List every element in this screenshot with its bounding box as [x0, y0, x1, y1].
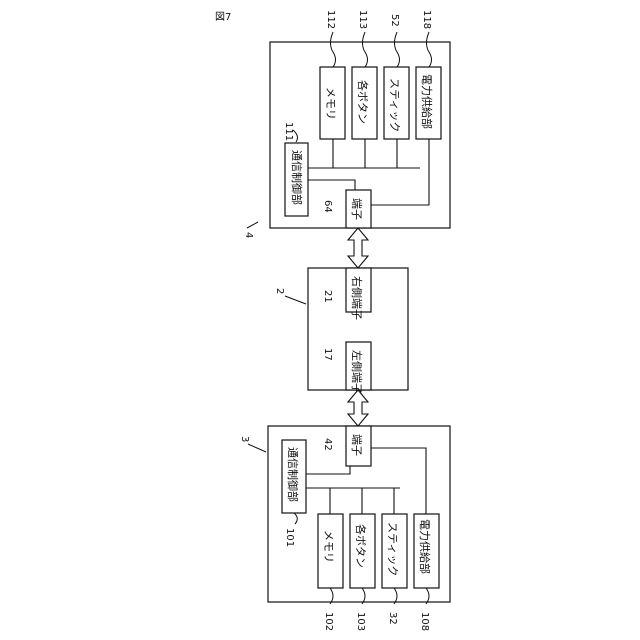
main-left-terminal-num: 17: [322, 348, 333, 361]
upper-connection-arrow: [348, 228, 368, 268]
right-terminal-num: 64: [322, 200, 333, 213]
right-terminal-label: 端子: [350, 198, 363, 220]
left-controller-ref: 3: [239, 436, 250, 442]
left-buttons-label: 各ボタン: [354, 524, 368, 568]
right-buttons-num: 113: [357, 10, 368, 29]
right-controller: 4 通信制御部 111 メモリ 112 各ボタン 113: [243, 10, 450, 238]
lower-connection-arrow: [348, 390, 368, 426]
left-controller: 3 端子 42 通信制御部 101 メモリ 102 各ボタ: [239, 426, 450, 631]
left-power-label: 電力供給部: [418, 519, 432, 574]
left-buttons-num: 103: [355, 612, 366, 631]
figure-label: 図7: [215, 11, 231, 23]
left-terminal-num: 42: [322, 438, 333, 451]
left-stick-num: 32: [387, 612, 398, 625]
right-controller-ref: 4: [243, 232, 254, 238]
right-comm-unit-num: 111: [283, 122, 294, 141]
right-memory-num: 112: [325, 10, 336, 29]
main-body: 2 右側端子 21 左側端子 17: [274, 268, 408, 394]
main-left-terminal-label: 左側端子: [350, 350, 363, 394]
right-stick-label: スティック: [388, 78, 401, 132]
left-stick-label: スティック: [386, 522, 399, 576]
right-power-num: 118: [421, 10, 432, 29]
right-controller-ref-leader: [247, 222, 258, 228]
left-power-num: 108: [419, 612, 430, 631]
main-body-ref-leader: [285, 296, 306, 304]
main-body-ref: 2: [274, 288, 285, 294]
right-memory-label: メモリ: [324, 87, 337, 120]
left-memory-num: 102: [323, 612, 334, 631]
left-terminal-label: 端子: [350, 434, 363, 456]
left-memory-label: メモリ: [322, 530, 335, 563]
right-power-label: 電力供給部: [420, 74, 434, 129]
main-right-terminal-label: 右側端子: [350, 276, 364, 320]
left-comm-unit-num: 101: [284, 528, 295, 547]
right-buttons-label: 各ボタン: [356, 80, 370, 124]
main-right-terminal-num: 21: [322, 290, 333, 303]
left-controller-ref-leader: [248, 444, 266, 452]
right-comm-unit-label: 通信制御部: [290, 150, 304, 205]
right-stick-num: 52: [389, 14, 400, 27]
left-comm-unit-label: 通信制御部: [286, 447, 300, 502]
